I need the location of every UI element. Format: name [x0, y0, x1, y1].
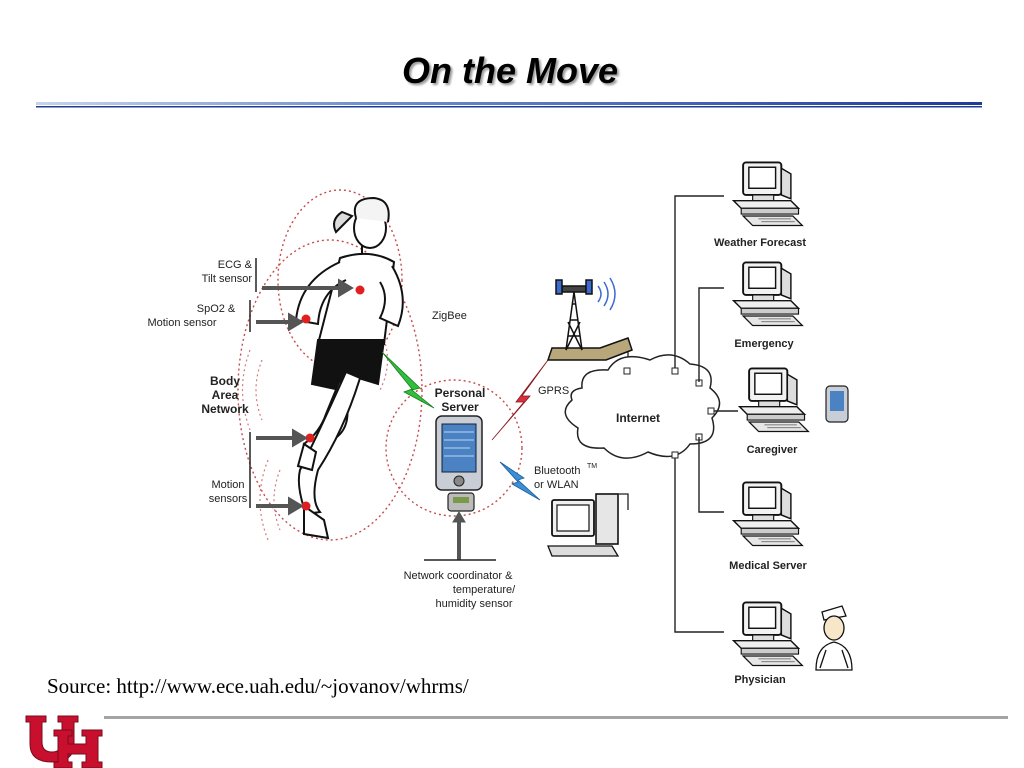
zigbee-bolt	[381, 351, 435, 409]
network-links	[674, 195, 738, 633]
label-arrows	[256, 278, 354, 516]
svg-text:SpO2 &: SpO2 &	[197, 303, 236, 315]
bluetooth-bolt	[499, 461, 541, 501]
home-computer-icon	[547, 493, 629, 557]
coordinator-label: Network coordinator & temperature/ humid…	[404, 570, 517, 610]
coordinator-arrow	[424, 511, 496, 561]
svg-text:Server: Server	[441, 400, 479, 414]
physician-label: Physician	[734, 674, 786, 686]
svg-text:or WLAN: or WLAN	[534, 479, 579, 491]
title-underline	[36, 102, 982, 108]
svg-text:TM: TM	[587, 463, 597, 470]
svg-text:Internet: Internet	[616, 411, 660, 425]
source-citation: Source: http://www.ece.uah.edu/~jovanov/…	[47, 674, 469, 698]
svg-text:sensors: sensors	[209, 493, 248, 505]
svg-text:Body: Body	[210, 374, 240, 388]
emergency-computer-icon	[732, 261, 804, 327]
medical-server-label: Medical Server	[729, 560, 807, 572]
uh-logo	[25, 715, 103, 768]
footer-rule	[104, 716, 1008, 719]
personal-server-label: Personal Server	[435, 386, 486, 414]
internet-cloud: Internet	[564, 354, 721, 459]
physician-computer-icon	[732, 601, 804, 667]
gprs-label: GPRS	[538, 385, 569, 397]
weather-computer-icon	[732, 161, 804, 227]
bluetooth-label: Bluetooth TM or WLAN	[534, 463, 597, 491]
gprs-bolt	[491, 359, 549, 441]
svg-text:temperature/: temperature/	[453, 584, 516, 596]
caregiver-pda-icon	[825, 385, 849, 423]
coordinator-device-icon	[447, 492, 475, 512]
caregiver-label: Caregiver	[747, 444, 798, 456]
caregiver-computer-icon	[738, 367, 810, 433]
svg-text:Area: Area	[212, 388, 239, 402]
label-brackets	[249, 258, 257, 508]
ban-label: Body Area Network	[201, 374, 249, 416]
nurse-icon	[815, 605, 853, 671]
svg-text:Bluetooth: Bluetooth	[534, 465, 580, 477]
svg-text:ECG &: ECG &	[218, 259, 253, 271]
svg-text:Network: Network	[201, 402, 249, 416]
svg-text:Motion: Motion	[211, 479, 244, 491]
medical-server-computer-icon	[732, 481, 804, 547]
emergency-label: Emergency	[734, 338, 794, 350]
svg-text:humidity sensor: humidity sensor	[435, 598, 512, 610]
svg-text:Network coordinator &: Network coordinator &	[404, 570, 513, 582]
zigbee-label: ZigBee	[432, 310, 467, 322]
spo2-label: SpO2 & Motion sensor	[147, 303, 235, 329]
pda-icon	[435, 415, 483, 491]
slide-title: On the Move	[401, 50, 619, 91]
svg-text:Tilt sensor: Tilt sensor	[202, 273, 253, 285]
cell-tower-icon	[546, 277, 633, 361]
svg-text:Motion sensor: Motion sensor	[147, 317, 216, 329]
weather-label: Weather Forecast	[714, 237, 806, 249]
motion-label: Motion sensors	[209, 479, 248, 505]
svg-text:Personal: Personal	[435, 386, 486, 400]
sensor-dots	[301, 285, 365, 511]
ecg-label: ECG & Tilt sensor	[202, 259, 253, 285]
runner-figure	[294, 196, 404, 540]
